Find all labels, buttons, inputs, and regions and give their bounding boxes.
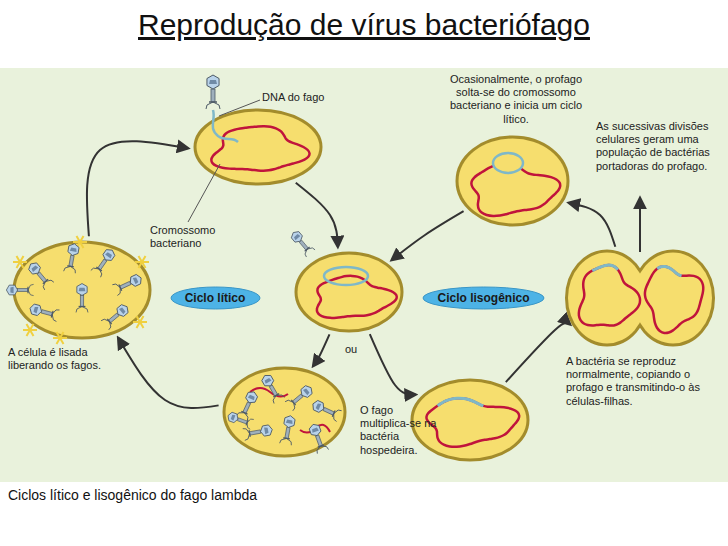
phage — [260, 373, 285, 404]
cycle-label: Ciclo lisogênico — [422, 286, 545, 310]
callout-text: O fago multiplica-se na bactéria hospede… — [360, 404, 442, 457]
cycle-arrow — [296, 183, 338, 247]
callout-text: ou — [345, 343, 361, 356]
phage — [76, 284, 88, 313]
bacterium-cell: A bactéria se reproduz normalmente, copi… — [565, 248, 715, 348]
phage-dna — [213, 110, 238, 142]
bacterium-cell: ou — [294, 251, 404, 333]
cycle-arrow — [392, 211, 464, 260]
phage — [6, 284, 33, 295]
prophage-dna — [438, 398, 484, 406]
bacterial-chromosome — [579, 265, 640, 325]
cell-outline — [294, 251, 404, 333]
cell-outline — [455, 135, 570, 227]
bacterial-chromosome — [211, 126, 309, 170]
phage — [29, 303, 60, 322]
phage — [310, 399, 341, 422]
bacterium-cell: O fago multiplica-se na bactéria hospede… — [222, 366, 347, 458]
cycle-arrow — [118, 338, 218, 408]
lysis-burst — [13, 256, 27, 268]
chromosome-fragments — [250, 388, 330, 433]
caption: Ciclos lítico e lisogênico do fago lambd… — [8, 487, 257, 503]
phage — [280, 415, 297, 446]
phage — [307, 422, 328, 453]
phage — [206, 75, 220, 109]
cycle-arrow — [569, 203, 615, 247]
bacterial-chromosome — [645, 266, 703, 333]
cell-outline — [12, 240, 152, 340]
bacterial-chromosome — [426, 398, 519, 447]
bacterium-cell: A célula é lisada liberando os fagos. — [12, 240, 152, 340]
leader-line — [219, 100, 260, 116]
prophage-dna — [592, 265, 618, 271]
phage — [112, 273, 143, 296]
arrow-to-note — [639, 198, 641, 252]
bacterial-chromosome — [471, 164, 560, 216]
phage — [285, 383, 315, 411]
bacterial-chromosome — [317, 276, 397, 318]
cycle-arrow — [87, 141, 188, 236]
cycle-arrow — [313, 334, 329, 366]
cell-outline — [193, 108, 323, 186]
bacterium-cell: DNA do fagoCromossomo bacteriano — [193, 108, 323, 186]
phage — [243, 424, 274, 441]
cell-outline — [222, 366, 347, 458]
callout-text: A célula é lisada liberando os fagos. — [8, 346, 112, 372]
callout-text: DNA do fago — [262, 91, 334, 104]
callout-text: As sucessivas divisões celulares geram u… — [596, 120, 724, 173]
lysis-burst — [23, 324, 37, 336]
lysis-burst — [135, 256, 149, 268]
cycle-arrow — [506, 323, 570, 382]
cycle-name: Ciclo lisogênico — [437, 291, 529, 305]
lysis-burst — [133, 316, 147, 328]
cell-outline — [565, 248, 715, 348]
phage — [64, 243, 81, 274]
callout-text: Cromossomo bacteriano — [150, 224, 230, 250]
phage — [289, 229, 315, 257]
phage — [237, 389, 260, 420]
cycle-arrow — [370, 334, 416, 395]
callout-text: Ocasionalmente, o profago solta-se do cr… — [440, 73, 592, 126]
lysis-burst — [53, 332, 67, 344]
bacterium-cell: Ocasionalmente, o profago solta-se do cr… — [455, 135, 570, 227]
lysis-burst — [73, 236, 87, 248]
title: Reprodução de vírus bacteriófago — [0, 8, 728, 42]
cycle-name: Ciclo lítico — [185, 291, 246, 305]
prophage-loop — [493, 153, 523, 173]
phage — [26, 260, 54, 290]
cycle-label: Ciclo lítico — [170, 286, 261, 310]
phage — [101, 302, 131, 330]
leader-line — [188, 164, 220, 222]
phage — [226, 411, 254, 430]
phage-dna — [324, 267, 368, 285]
callout-text: A bactéria se reproduz normalmente, copi… — [566, 355, 716, 408]
prophage-dna — [657, 266, 681, 275]
phage — [91, 247, 117, 277]
